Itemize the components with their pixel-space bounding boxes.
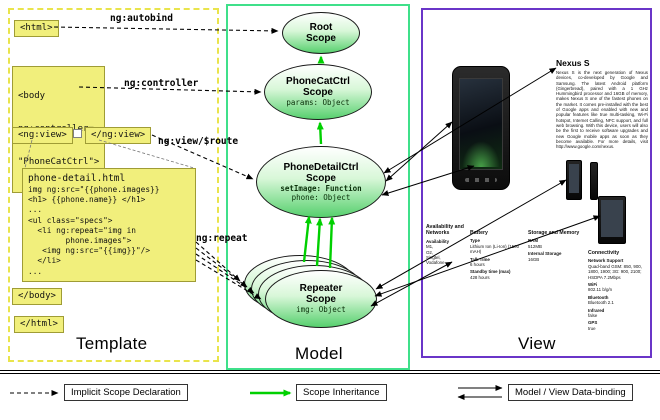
model-panel-label: Model [295, 344, 343, 363]
phone-buttons [465, 178, 497, 182]
spec-header: Battery [470, 230, 488, 236]
spec-line: 512MB [528, 243, 542, 249]
phone-screen [459, 78, 503, 170]
phonecatctrl-scope-title: Scope [302, 87, 333, 99]
spec-line: 428 hours [470, 274, 490, 280]
phone-detail-code-block: phone-detail.html img ng:src="{{phone.im… [22, 168, 196, 282]
phone-thumbnail-front-image [598, 196, 626, 244]
root-scope-ellipse: Root Scope [282, 12, 360, 54]
phone-thumbnail-screen [601, 200, 623, 237]
phonedetailctrl-scope-title: Scope [305, 172, 336, 184]
html-close-tag: </html> [14, 316, 64, 333]
phone-thumbnail-side-image [590, 162, 598, 200]
phone-description-text: Nexus S is the next generation of Nexus … [556, 70, 648, 150]
spec-line: 16GB [528, 256, 540, 262]
spec-header: Connectivity [588, 250, 620, 256]
spec-line: false [588, 313, 598, 319]
phonecatctrl-scope-ellipse: PhoneCatCtrl Scope params: Object [264, 64, 372, 120]
html-open-tag: <html> [14, 20, 59, 37]
spec-line: Network Support [588, 258, 624, 264]
ng-view-route-label: ng:view/$route [158, 136, 239, 147]
spec-header: Storage and Memory [528, 230, 580, 236]
legend-scope-inheritance-box: Scope Inheritance [296, 384, 387, 401]
spec-line: 6 hours [470, 262, 485, 268]
template-panel-label: Template [76, 334, 148, 353]
code-line: </li> [28, 256, 61, 266]
repeater-scope-ellipse: Repeater Scope img: Object [265, 270, 377, 328]
spec-column-connectivity: Connectivity Network Support Quad-band G… [588, 250, 646, 331]
spec-column-availability: Availability and Networks Availability M… [426, 224, 466, 266]
phone-screen-glow [462, 141, 500, 167]
phonedetailctrl-scope-prop: phone: Object [291, 193, 351, 202]
body-open-line: <body [18, 91, 46, 101]
spec-line: Lithium Ion (Li-Ion) (1500 mAH) [470, 243, 520, 255]
phonedetailctrl-scope-title: PhoneDetailCtrl [283, 161, 359, 173]
repeater-scope-prop: img: Object [296, 305, 346, 315]
spec-line: Vodafone [426, 260, 445, 266]
spec-line: Bluetooth [588, 294, 609, 300]
body-open-line: "PhoneCatCtrl"> [18, 157, 100, 167]
spec-line: Quad-band GSM: 850, 900, 1800, 1900; 3G:… [588, 263, 642, 280]
phone-name-heading: Nexus S [556, 58, 590, 68]
phone-thumbnail-image [566, 160, 582, 200]
phonedetailctrl-scope-prop: setImage: Function [280, 183, 362, 193]
ng-autobind-label: ng:autobind [110, 13, 173, 24]
code-line: ... [28, 266, 43, 276]
phonecatctrl-scope-title: PhoneCatCtrl [286, 76, 350, 88]
ng-view-close-tag: </ng:view> [85, 127, 152, 144]
legend-implicit-scope-box: Implicit Scope Declaration [64, 384, 188, 401]
spec-column-battery: Battery Type Lithium Ion (Li-Ion) (1500 … [470, 230, 524, 280]
legend-databinding-box: Model / View Data-binding [508, 384, 633, 401]
spec-column-storage: Storage and Memory RAM 512MB Internal St… [528, 230, 584, 262]
code-line: <img ng:src="{{img}}"/> [28, 246, 151, 256]
phone-thumbnail-screen [569, 164, 579, 193]
root-scope-title: Scope [305, 33, 336, 44]
root-scope-title: Root [309, 22, 333, 33]
phonecatctrl-scope-prop: params: Object [286, 98, 350, 108]
repeater-scope-title: Scope [305, 294, 336, 306]
spec-line: true [588, 325, 596, 331]
ng-view-open-tag: <ng:view> [12, 127, 73, 144]
code-line: <h1> {{phone.name}} </h1> [28, 195, 146, 205]
body-close-tag: </body> [12, 288, 62, 305]
code-line: img ng:src="{{phone.images}} [28, 185, 160, 194]
view-panel-label: View [518, 334, 556, 353]
spec-line: Infrared [588, 307, 605, 313]
code-line: phone.images"> [28, 236, 132, 246]
repeater-scope-title: Repeater [299, 283, 343, 295]
code-line: <ul class="specs"> [28, 215, 113, 225]
ng-view-placeholder [73, 129, 82, 138]
ng-repeat-label: ng:repeat [196, 233, 248, 244]
code-title: phone-detail.html [28, 173, 126, 184]
code-line: <li ng:repeat="img in [28, 225, 136, 235]
legend-separator [0, 370, 660, 374]
spec-header: Availability and Networks [426, 224, 464, 237]
spec-line: Bluetooth 2.1 [588, 300, 614, 306]
phonedetailctrl-scope-ellipse: PhoneDetailCtrl Scope setImage: Function… [256, 146, 386, 218]
nexus-phone-image [452, 66, 510, 190]
spec-line: 802.11 b/g/n [588, 287, 613, 293]
spec-line: GPS [588, 320, 598, 326]
ng-controller-label: ng:controller [124, 78, 199, 89]
code-line: ... [28, 205, 43, 215]
